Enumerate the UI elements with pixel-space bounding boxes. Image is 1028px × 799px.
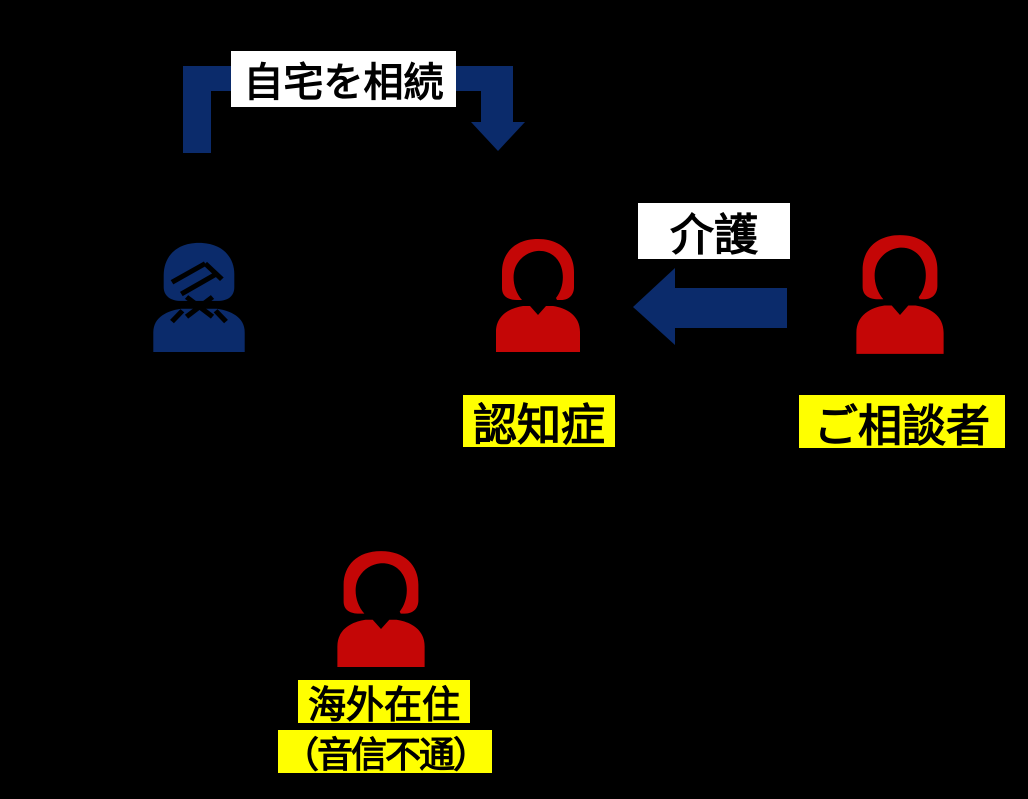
inherit-home-label: 自宅を相続 bbox=[243, 61, 444, 105]
blue-man-icon bbox=[145, 238, 253, 354]
overseas-label-line2: （音信不通） bbox=[282, 733, 489, 774]
overseas-tag-line1: 海外在住 bbox=[298, 680, 470, 723]
overseas-label-line1: 海外在住 bbox=[307, 685, 460, 723]
red-woman-right-icon bbox=[856, 235, 944, 354]
consulter-label: ご相談者 bbox=[814, 401, 990, 449]
dementia-tag: 認知症 bbox=[463, 395, 615, 447]
care-callout: 介護 bbox=[638, 203, 790, 260]
consulter-tag: ご相談者 bbox=[799, 395, 1005, 448]
dementia-label: 認知症 bbox=[473, 401, 605, 447]
inherit-home-callout: 自宅を相続 bbox=[231, 51, 456, 107]
overseas-tag-line2: （音信不通） bbox=[278, 730, 492, 773]
care-left-arrow-icon bbox=[633, 268, 787, 345]
red-woman-center-icon bbox=[496, 239, 580, 352]
care-label: 介護 bbox=[670, 211, 758, 260]
red-woman-bottom-icon bbox=[337, 551, 425, 667]
